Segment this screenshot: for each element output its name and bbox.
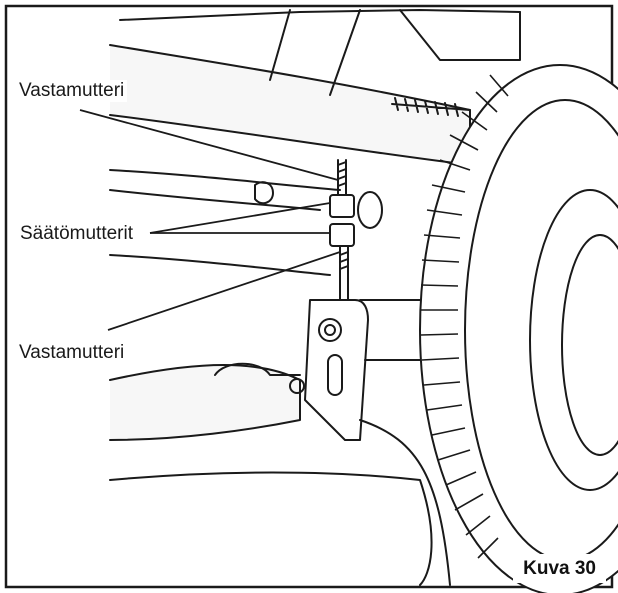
callout-bottom-locknut: Vastamutteri (16, 342, 128, 364)
rim-outer (529, 189, 618, 491)
pivot-bolt (318, 318, 342, 342)
line-art (109, 9, 521, 586)
leader-top-locknut (79, 109, 339, 181)
callout-top-locknut: Vastamutteri (16, 80, 128, 102)
spring (391, 97, 471, 117)
rod-threads (337, 161, 347, 187)
mid-line-1 (109, 169, 341, 191)
bracket-top (399, 9, 521, 61)
vertical-post-right (329, 9, 361, 96)
leader-adjusting-nut-upper (149, 202, 331, 234)
housing-hole (289, 378, 305, 394)
tire (419, 64, 618, 593)
nut-cylinder (357, 191, 383, 229)
housing-cutout (214, 362, 301, 376)
slot (327, 354, 343, 396)
mid-line-3 (109, 254, 331, 276)
leader-lines (79, 109, 341, 331)
adjusting-nut-lower (329, 223, 355, 247)
callout-adjusting-nuts: Säätömutterit (17, 223, 136, 245)
deck-front (109, 471, 433, 586)
pivot-bolt-inner (324, 324, 336, 336)
vertical-post-left (269, 9, 291, 81)
figure-caption: Kuva 30 (513, 554, 606, 583)
deck-curve (359, 419, 451, 586)
lower-rod-threads (339, 251, 349, 270)
small-bolt (254, 181, 274, 205)
rim-inner (561, 234, 618, 456)
adjusting-nut-upper (329, 194, 355, 218)
tread-lugs (420, 74, 509, 559)
leader-bottom-locknut (107, 251, 341, 331)
